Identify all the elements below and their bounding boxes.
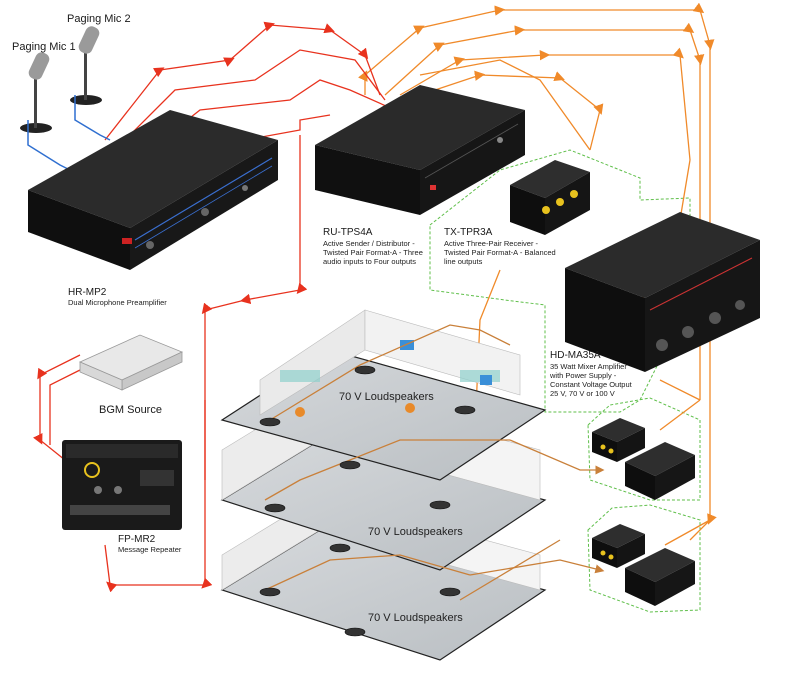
hd-ma35a-device: [565, 212, 760, 372]
loudspeaker-icons: [259, 365, 476, 637]
ru-tps4a-label: RU-TPS4A: [323, 227, 373, 238]
hr-mp2-device: [28, 110, 278, 270]
fp-mr2-label: FP-MR2: [118, 534, 156, 545]
tx-tpr3a-label: TX-TPR3A: [444, 227, 493, 238]
ru-tps4a-desc-1: Active Sender / Distributor -: [323, 239, 415, 248]
paging-mic-1: [20, 52, 52, 133]
mic-cables: [27, 95, 111, 171]
zone-amp-pair-1: [592, 418, 695, 500]
tx-tpr3a-desc-1: Active Three-Pair Receiver -: [444, 239, 539, 248]
hd-ma35a-desc-4: 25 V, 70 V or 100 V: [550, 389, 615, 398]
ru-tps4a-device: [315, 85, 525, 215]
floor-1: [220, 309, 547, 481]
zone-amp-pair-2: [592, 524, 695, 606]
hr-mp2-label: HR-MP2: [68, 287, 107, 298]
floor-2-speakers-label: 70 V Loudspeakers: [368, 526, 463, 538]
tx-tpr3a-desc-2: Twisted Pair Format-A - Balanced: [444, 248, 556, 257]
hd-ma35a-desc-3: Constant Voltage Output: [550, 380, 632, 389]
ru-tps4a-desc-2: Twisted Pair Format-A - Three: [323, 248, 423, 257]
hr-mp2-desc: Dual Microphone Preamplifier: [68, 298, 167, 307]
bgm-source-device: [79, 334, 184, 391]
ru-tps4a-desc-3: audio inputs to Four outputs: [323, 257, 416, 266]
floor-3-speakers-label: 70 V Loudspeakers: [368, 612, 463, 624]
floor-1-speakers-label: 70 V Loudspeakers: [339, 391, 434, 403]
paging-mic-1-label: Paging Mic 1: [12, 41, 76, 53]
tx-tpr3a-device: [510, 160, 590, 235]
speaker-wires: [264, 324, 605, 601]
bgm-source-label: BGM Source: [99, 404, 162, 416]
hd-ma35a-desc-2: with Power Supply -: [550, 371, 617, 380]
hd-ma35a-label: HD-MA35A: [550, 350, 601, 361]
fp-mr2-device: [62, 440, 182, 530]
hd-ma35a-desc-1: 35 Watt Mixer Amplifier: [550, 362, 627, 371]
fp-mr2-desc: Message Repeater: [118, 545, 182, 554]
paging-mic-2: [70, 26, 102, 105]
paging-mic-2-label: Paging Mic 2: [67, 13, 131, 25]
tx-tpr3a-desc-3: line outputs: [444, 257, 483, 266]
